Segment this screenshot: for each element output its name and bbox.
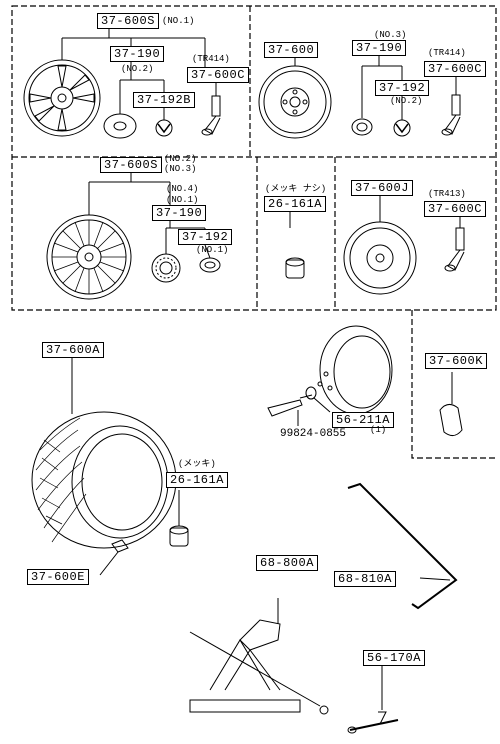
part-37-600K[interactable]: 37-600K	[425, 353, 487, 369]
center-cap-3-drawing	[199, 257, 221, 273]
part-37-600A[interactable]: 37-600A	[42, 342, 104, 358]
part-37-190-no1-note: (NO.1)	[166, 195, 199, 205]
part-68-800A[interactable]: 68-800A	[256, 555, 318, 571]
spare-tire-drawing	[31, 356, 177, 549]
tire-plug-drawing	[99, 539, 129, 576]
washer-drawing	[103, 113, 137, 139]
part-37-600C-tr414-note-b: (TR414)	[428, 48, 466, 58]
panel3-leader-lines	[88, 171, 211, 259]
lug-nut-1-drawing	[285, 210, 305, 279]
part-37-190-no2-note: (NO.2)	[121, 64, 154, 74]
lug-nut-2-drawing	[169, 490, 189, 547]
part-37-600C-b[interactable]: 37-600C	[424, 61, 486, 77]
part-37-600C-c[interactable]: 37-600C	[424, 201, 486, 217]
steel-wheel-drawing	[258, 65, 332, 139]
panel1-leader-lines	[61, 28, 217, 120]
part-99824-0855-qty: (1)	[370, 425, 387, 435]
mesh-wheel-drawing	[46, 214, 132, 300]
hub-cap-drawing	[439, 372, 463, 436]
part-37-600S-no1[interactable]: 37-600S	[97, 13, 159, 29]
part-37-600J[interactable]: 37-600J	[351, 180, 413, 196]
center-cap-1-drawing	[155, 119, 173, 137]
part-37-190-no4-note: (NO.4)	[166, 184, 199, 194]
part-37-190-no3-note: (NO.3)	[374, 30, 407, 40]
panel2-leader-lines	[294, 54, 457, 120]
part-37-190-a[interactable]: 37-190	[110, 46, 165, 62]
part-37-192-b[interactable]: 37-192	[178, 229, 233, 245]
part-37-600S-no2-note: (NO.2)	[164, 154, 197, 164]
part-37-192B[interactable]: 37-192B	[133, 92, 195, 108]
part-37-600[interactable]: 37-600	[264, 42, 319, 58]
valve-3-drawing	[444, 216, 465, 272]
tire-mount-drawing	[267, 325, 393, 426]
valve-1-drawing	[201, 95, 221, 136]
part-37-190-c[interactable]: 37-190	[152, 205, 207, 221]
washer-2-drawing	[351, 118, 373, 136]
lug-wrench-drawing	[347, 664, 399, 734]
part-68-810A[interactable]: 68-810A	[334, 571, 396, 587]
part-37-600E[interactable]: 37-600E	[27, 569, 89, 585]
part-26-161A-note-b: (メッキ)	[178, 459, 216, 469]
part-37-192-a[interactable]: 37-192	[375, 80, 430, 96]
part-26-161A-b[interactable]: 26-161A	[166, 472, 228, 488]
part-26-161A-note-a: (メッキ ナシ)	[265, 184, 327, 194]
part-37-600S-no1-note: (NO.1)	[162, 16, 195, 26]
part-37-600C-tr413-note: (TR413)	[428, 189, 466, 199]
part-99824-0855[interactable]: 99824-0855	[280, 428, 347, 440]
washer-3-drawing	[151, 253, 181, 283]
alloy-wheel-1-drawing	[23, 59, 101, 137]
valve-2-drawing	[441, 94, 461, 136]
part-37-190-b[interactable]: 37-190	[352, 40, 407, 56]
jack-handle-drawing	[347, 482, 458, 610]
center-cap-2-drawing	[393, 119, 411, 137]
part-56-211A[interactable]: 56-211A	[332, 412, 394, 428]
part-37-600S-no3-note: (NO.3)	[164, 164, 197, 174]
part-37-192-no2-note: (NO.2)	[390, 96, 423, 106]
scissor-jack-drawing	[189, 598, 329, 715]
part-37-600C-a[interactable]: 37-600C	[187, 67, 249, 83]
temporary-spare-drawing	[343, 194, 417, 295]
part-56-170A[interactable]: 56-170A	[363, 650, 425, 666]
part-37-600C-tr414-note-a: (TR414)	[192, 54, 230, 64]
part-37-192-no1-note: (NO.1)	[196, 245, 229, 255]
part-37-600S-b[interactable]: 37-600S	[100, 157, 162, 173]
panel-outlines	[11, 5, 497, 459]
part-26-161A-a[interactable]: 26-161A	[264, 196, 326, 212]
